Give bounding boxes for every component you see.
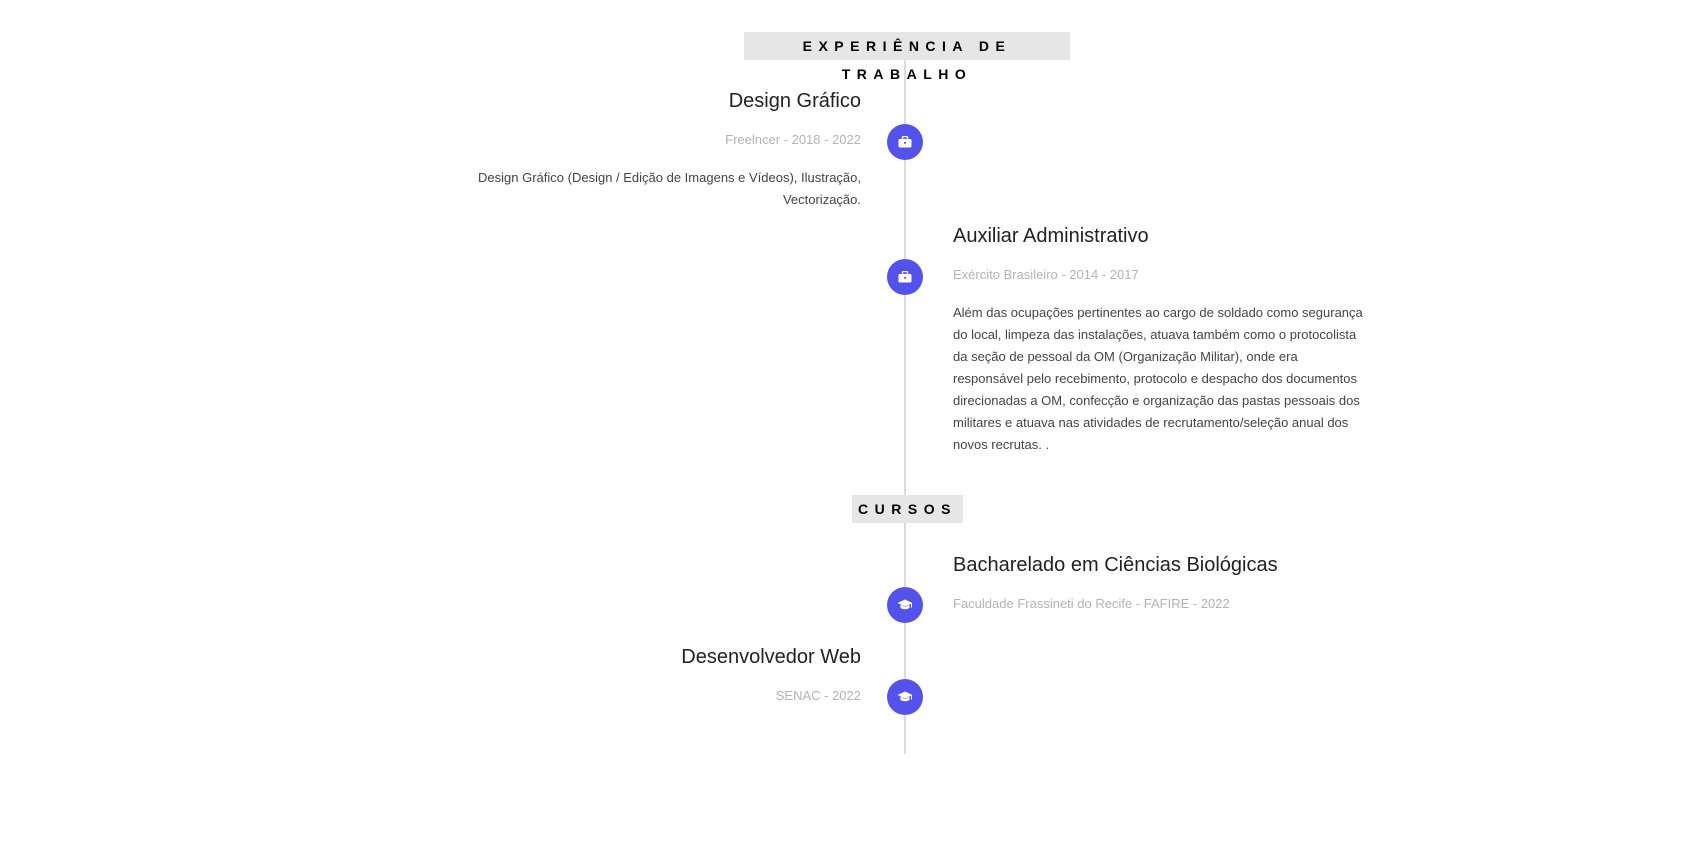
experience-item-title: Auxiliar Administrativo <box>953 225 1149 247</box>
course-marker <box>887 679 923 715</box>
course-item-title: Bacharelado em Ciências Biológicas <box>953 554 1278 576</box>
briefcase-icon <box>898 271 912 283</box>
graduation-cap-icon <box>897 691 913 703</box>
course-item-subtitle: SENAC - 2022 <box>775 688 861 703</box>
graduation-cap-icon <box>897 599 913 611</box>
experience-marker <box>887 124 923 160</box>
section-header-experience: EXPERIÊNCIA DE TRABALHO <box>744 32 1070 82</box>
course-item-subtitle: Faculdade Frassineti do Recife - FAFIRE … <box>953 596 1230 611</box>
experience-item-description: Design Gráfico (Design / Edição de Image… <box>478 170 861 207</box>
course-item-title: Desenvolvedor Web <box>681 646 861 668</box>
timeline-axis <box>904 58 906 754</box>
experience-item-subtitle: Freelncer - 2018 - 2022 <box>725 132 861 147</box>
section-header-courses: CURSOS <box>852 495 963 523</box>
experience-marker <box>887 259 923 295</box>
briefcase-icon <box>898 136 912 148</box>
experience-item-subtitle: Exército Brasileiro - 2014 - 2017 <box>953 267 1139 282</box>
experience-item-title: Design Gráfico <box>728 90 861 112</box>
experience-item-description: Além das ocupações pertinentes ao cargo … <box>953 305 1363 452</box>
course-marker <box>887 587 923 623</box>
